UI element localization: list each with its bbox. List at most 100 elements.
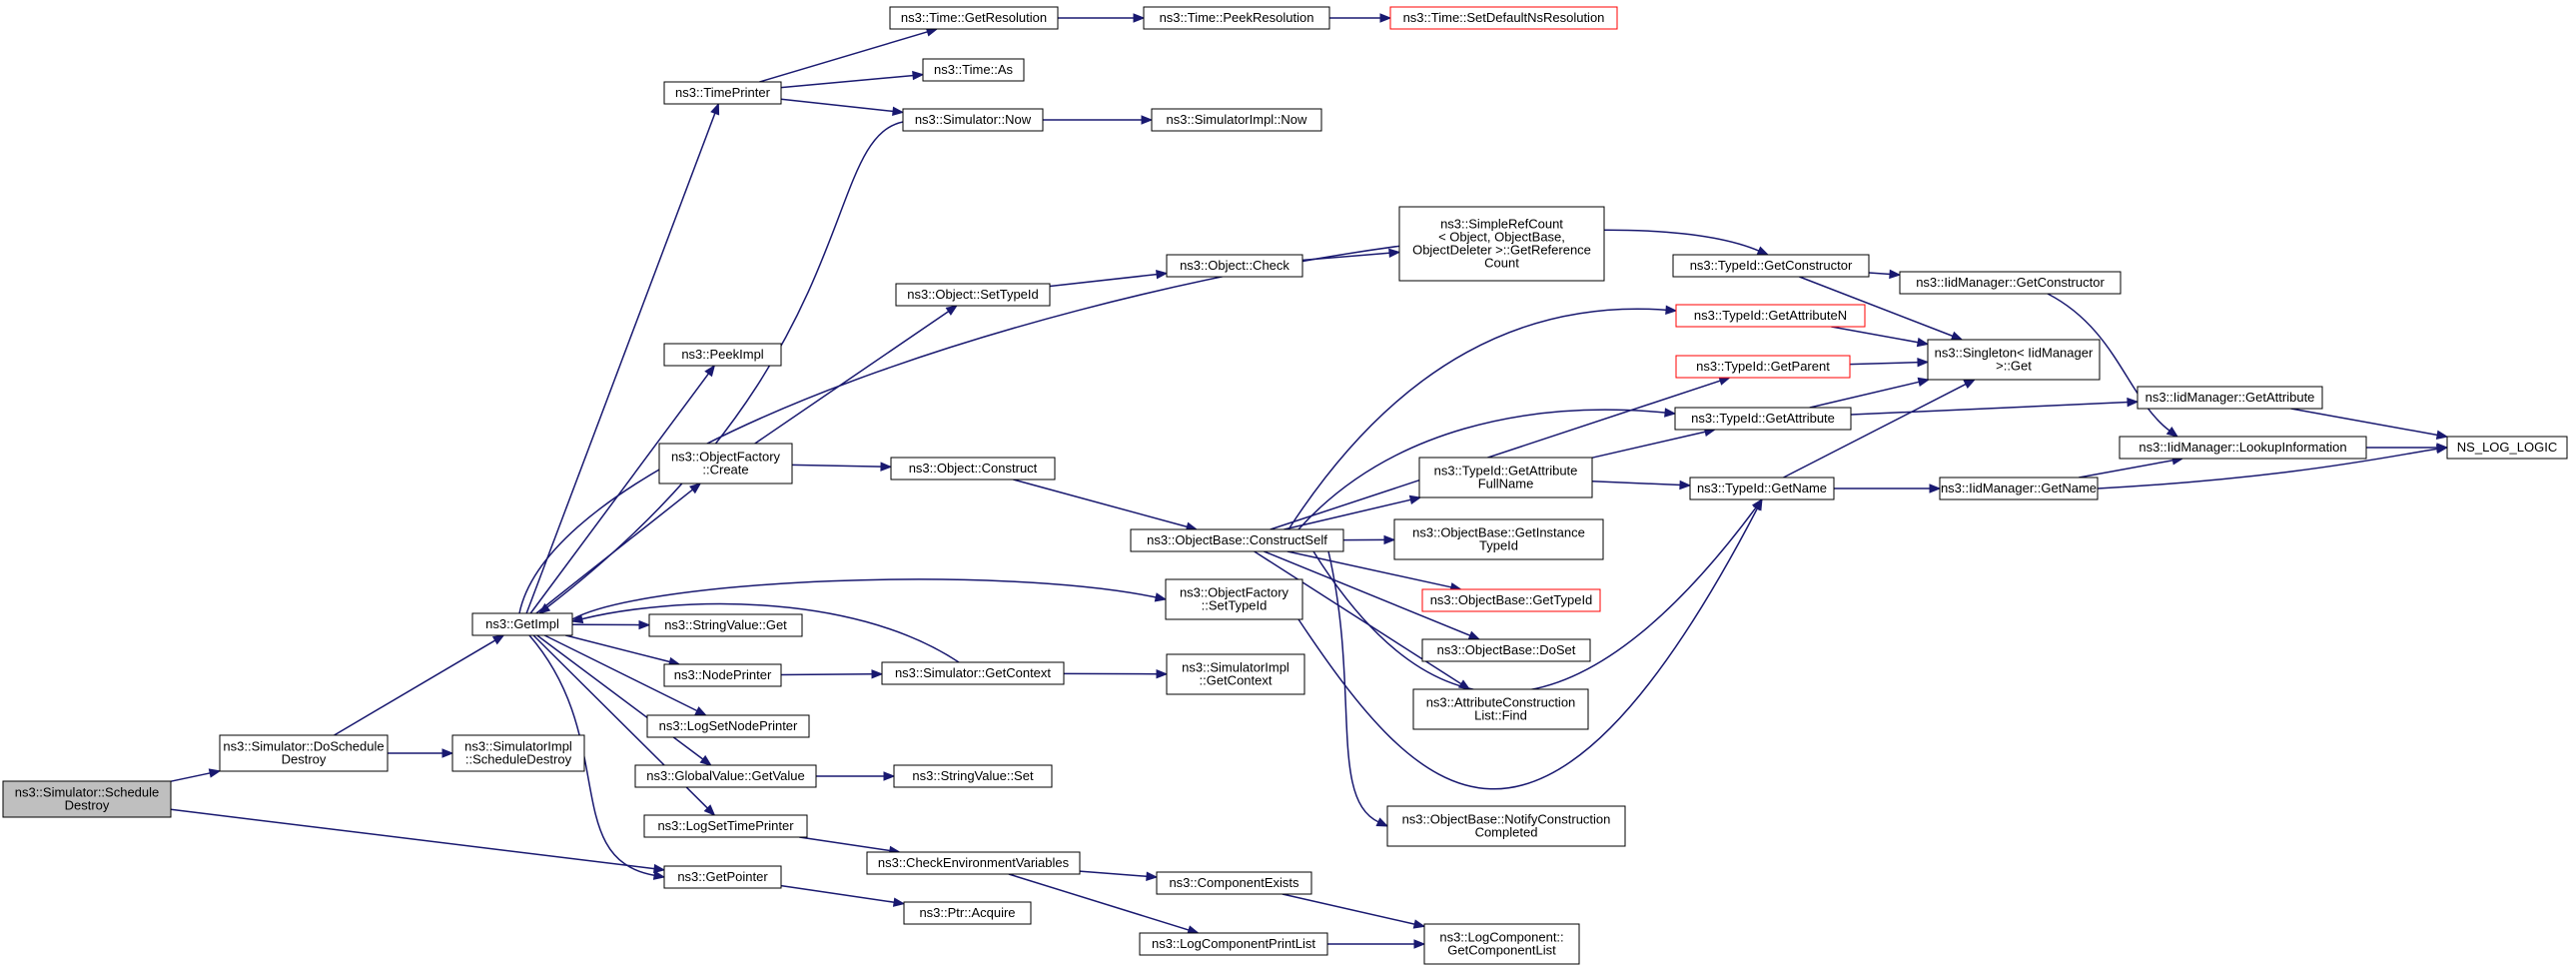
node-ns-log-logic[interactable]: NS_LOG_LOGIC [2446,436,2568,460]
call-edge [791,464,883,468]
node-box [658,443,793,485]
arrowhead [1664,408,1677,418]
node-globalvalue-getvalue[interactable]: ns3::GlobalValue::GetValue [634,764,817,788]
node-log-set-time-printer[interactable]: ns3::LogSetTimePrinter [643,814,808,838]
node-get-impl[interactable]: ns3::GetImpl [471,612,573,636]
node-label: ns3::GlobalValue::GetValue [646,768,805,783]
call-edge [2290,408,2439,437]
arrowhead [208,768,222,778]
node-box [1689,477,1835,500]
node-get-pointer[interactable]: ns3::GetPointer [663,865,782,889]
node-objectbase-notify-construction-completed[interactable]: ns3::ObjectBase::NotifyConstructionCompl… [1386,805,1626,847]
node-typeid-get-name[interactable]: ns3::TypeId::GetName [1689,477,1835,500]
node-time-set-default-ns-resolution[interactable]: ns3::Time::SetDefaultNsResolution [1389,6,1618,30]
node-peek-impl[interactable]: ns3::PeekImpl [663,343,782,367]
node-log-set-node-printer[interactable]: ns3::LogSetNodePrinter [646,714,810,738]
node-box [1389,6,1618,30]
node-time-printer[interactable]: ns3::TimePrinter [663,81,782,105]
node-iidmanager-get-name[interactable]: ns3::IidManager::GetName [1939,477,2099,500]
node-box [663,865,782,889]
node-node-printer[interactable]: ns3::NodePrinter [663,663,782,687]
call-edge [580,602,960,663]
node-box [1151,108,1322,132]
call-edge [1297,506,1759,790]
node-time-get-resolution[interactable]: ns3::Time::GetResolution [889,6,1059,30]
node-label: Destroy [282,752,327,767]
node-logcomponent-get-component-list[interactable]: ns3::LogComponent::GetComponentList [1423,923,1580,965]
node-label: ns3::ObjectBase::GetTypeId [1430,592,1593,607]
call-edge [780,98,895,113]
node-simulatorimpl-now[interactable]: ns3::SimulatorImpl::Now [1151,108,1322,132]
node-object-check[interactable]: ns3::Object::Check [1166,254,1303,278]
node-singleton-get[interactable]: ns3::Singleton< IidManager>::Get [1927,339,2101,381]
node-label: ns3::TypeId::GetParent [1696,359,1830,374]
node-log-component-print-list[interactable]: ns3::LogComponentPrintList [1139,932,1328,956]
node-simulator-get-context[interactable]: ns3::Simulator::GetContext [881,661,1065,685]
node-box [1423,923,1580,965]
node-typeid-get-attribute-n[interactable]: ns3::TypeId::GetAttributeN [1675,304,1866,328]
node-label: ns3::LogSetTimePrinter [657,818,794,833]
node-box [1398,206,1605,282]
arrowhead [1133,13,1146,23]
node-objectbase-get-typeid[interactable]: ns3::ObjectBase::GetTypeId [1421,588,1601,612]
call-edge [1327,550,1380,823]
call-edge [1264,550,1472,637]
node-label: ns3::SimulatorImpl [464,739,572,754]
node-ptr-acquire[interactable]: ns3::Ptr::Acquire [903,901,1032,925]
arrowhead [699,754,712,766]
node-typeid-get-parent[interactable]: ns3::TypeId::GetParent [1675,355,1851,379]
node-object-set-typeid[interactable]: ns3::Object::SetTypeId [895,283,1051,307]
node-label: ns3::Time::SetDefaultNsResolution [1403,10,1605,25]
node-of-create[interactable]: ns3::ObjectFactory::Create [658,443,793,485]
node-box [1939,477,2099,500]
call-edge [1868,272,1892,276]
node-label: ns3::AttributeConstruction [1426,695,1576,710]
node-time-peek-resolution[interactable]: ns3::Time::PeekResolution [1143,6,1330,30]
node-time-as[interactable]: ns3::Time::As [922,58,1025,82]
node-iidmanager-get-constructor[interactable]: ns3::IidManager::GetConstructor [1899,271,2122,295]
arrowhead [653,863,666,874]
node-label: ns3::GetImpl [485,616,559,631]
node-iidmanager-lookup-information[interactable]: ns3::IidManager::LookupInformation [2119,436,2367,460]
node-impl-schedule-destroy[interactable]: ns3::SimulatorImpl::ScheduleDestroy [451,734,585,772]
arrowhead [1950,331,1964,341]
arrowhead [2165,426,2179,438]
node-label: ns3::Object::Check [1180,258,1289,273]
node-label: ns3::Time::GetResolution [901,10,1047,25]
node-schedule-destroy[interactable]: ns3::Simulator::ScheduleDestroy [2,780,172,818]
node-label: ns3::TypeId::GetAttribute [1691,411,1835,426]
node-simulator-now[interactable]: ns3::Simulator::Now [902,108,1044,132]
node-of-set-typeid[interactable]: ns3::ObjectFactory::SetTypeId [1165,578,1303,620]
node-label: Destroy [65,798,110,813]
node-typeid-get-constructor[interactable]: ns3::TypeId::GetConstructor [1672,254,1870,278]
node-label: ns3::Simulator::Now [915,112,1032,127]
node-objectbase-doset[interactable]: ns3::ObjectBase::DoSet [1421,638,1591,662]
node-simulatorimpl-get-context[interactable]: ns3::SimulatorImpl::GetContext [1166,653,1305,695]
node-box [1166,653,1305,695]
node-label: ns3::SimulatorImpl [1182,660,1289,675]
node-check-env-vars[interactable]: ns3::CheckEnvironmentVariables [866,851,1081,875]
node-object-construct[interactable]: ns3::Object::Construct [890,457,1056,481]
node-box [2446,436,2568,460]
node-stringvalue-get[interactable]: ns3::StringValue::Get [648,613,803,637]
node-iidmanager-get-attribute[interactable]: ns3::IidManager::GetAttribute [2137,386,2323,410]
call-edge [170,808,656,870]
node-box [1672,254,1870,278]
node-objectbase-construct-self[interactable]: ns3::ObjectBase::ConstructSelf [1130,528,1344,552]
arrowhead [1156,269,1169,280]
node-typeid-get-attribute[interactable]: ns3::TypeId::GetAttribute [1674,407,1852,431]
call-edge [334,638,496,736]
node-stringvalue-set[interactable]: ns3::StringValue::Set [893,764,1053,788]
node-component-exists[interactable]: ns3::ComponentExists [1156,871,1312,895]
node-box [1927,339,2101,381]
node-label: ns3::SimulatorImpl::Now [1167,112,1307,127]
node-simple-ref-count[interactable]: ns3::SimpleRefCount< Object, ObjectBase,… [1398,206,1605,282]
node-box [663,343,782,367]
node-label: ns3::TypeId::GetConstructor [1690,258,1853,273]
call-edge [780,74,915,89]
call-edge [529,372,710,614]
